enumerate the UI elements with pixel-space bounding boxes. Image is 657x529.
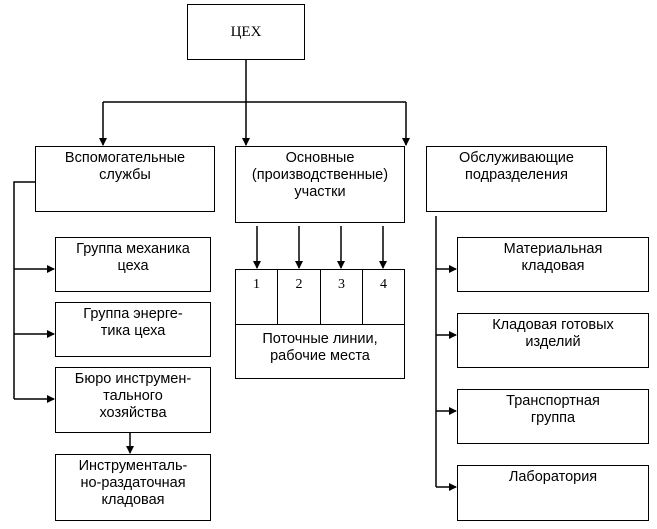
tool-bureau-label: Бюро инструмен- тального хозяйства (74, 371, 192, 421)
tool-store-label: Инструменталь- но-раздаточная кладовая (78, 458, 188, 508)
root-box: ЦЕХ (187, 4, 305, 60)
tool-store-box: Инструменталь- но-раздаточная кладовая (55, 454, 211, 521)
mechanic-group-box: Группа механика цеха (55, 237, 211, 292)
production-lines-label: Поточные линии, рабочие места (262, 331, 378, 364)
production-lines-box: 1 2 3 4 Поточные линии, рабочие места (235, 269, 405, 379)
energy-group-label: Группа энерге- тика цеха (83, 306, 183, 339)
main-sections-box: Основные (производственные) участки (235, 146, 405, 223)
root-label: ЦЕХ (230, 24, 262, 40)
service-units-label: Обслуживающие подразделения (459, 150, 574, 183)
cell-4: 4 (380, 277, 387, 292)
energy-group-box: Группа энерге- тика цеха (55, 302, 211, 357)
tool-bureau-box: Бюро инструмен- тального хозяйства (55, 367, 211, 433)
laboratory-label: Лаборатория (508, 469, 598, 485)
cells-row: 1 2 3 4 (236, 270, 404, 325)
material-store-label: Материальная кладовая (503, 241, 603, 274)
main-sections-label: Основные (производственные) участки (251, 150, 389, 200)
mechanic-group-label: Группа механика цеха (76, 241, 190, 274)
service-units-box: Обслуживающие подразделения (426, 146, 607, 212)
laboratory-box: Лаборатория (457, 465, 649, 521)
finished-goods-store-label: Кладовая готовых изделий (492, 317, 614, 350)
finished-goods-store-box: Кладовая готовых изделий (457, 313, 649, 368)
cell-1: 1 (236, 270, 278, 325)
cell-3: 3 (321, 270, 363, 325)
transport-group-label: Транспортная группа (506, 393, 600, 426)
aux-services-label: Вспомогательные службы (64, 150, 186, 183)
aux-services-box: Вспомогательные службы (35, 146, 215, 212)
transport-group-box: Транспортная группа (457, 389, 649, 444)
cell-2: 2 (278, 270, 321, 325)
aux-spine (13, 181, 35, 399)
material-store-box: Материальная кладовая (457, 237, 649, 292)
